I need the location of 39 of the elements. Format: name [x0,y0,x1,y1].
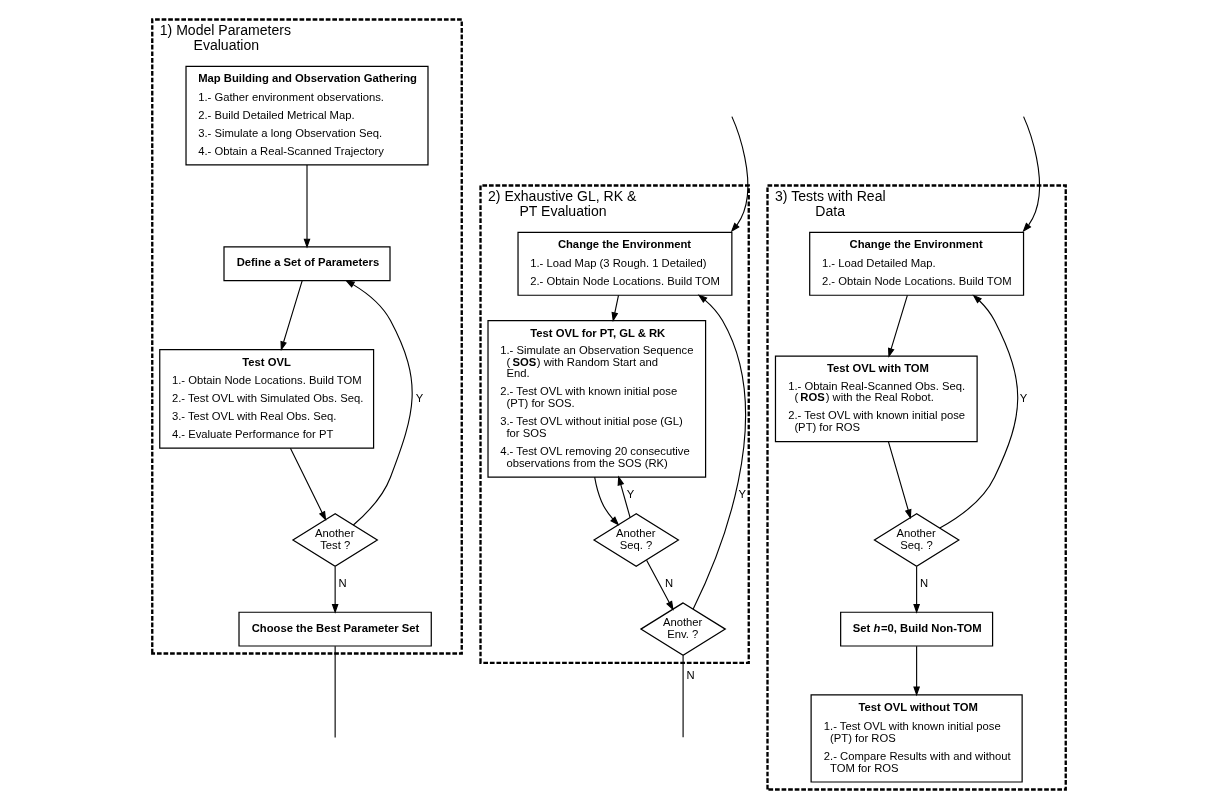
node-diamond: Another Test ? [291,513,379,567]
arrow [1022,116,1040,233]
edge-label: N [338,577,347,590]
arrow [280,280,303,352]
arrow [331,566,339,614]
arrow [692,294,746,610]
edge-label: N [920,577,929,590]
arrow [303,164,311,249]
connector [682,654,684,738]
arrow [289,447,327,522]
node-box: Test OVL with TOM 1.- Obtain Real-Scanned Obs. Seq. (ROS) with the Real Robot. 2.- Test OVL with known initial pose (PT) for ROS [774,355,978,443]
arrow [913,645,921,697]
arrow [611,294,620,323]
node-box: Map Building and Observation Gathering 1.- Gather environment observations. 2.- Build Detailed Metrical Map. 3.- Simulate a long Observation Seq. 4.- Obtain a Real-Scanned Trajectory [185,65,429,166]
edge-label: Y [1019,391,1028,404]
node-box: Choose the Best Parameter Set [238,611,432,647]
node-diamond: Another Seq. ? [873,513,960,567]
node-box: Change the Environment 1.- Load Detailed Map. 2.- Obtain Node Locations. Build TOM [809,231,1025,296]
arrow [646,559,674,611]
edge-label: Y [415,391,424,404]
node-box: Define a Set of Parameters [223,246,391,282]
arrow [345,279,413,526]
arrow [913,566,921,614]
edge-label: Y [626,488,635,501]
edge-label: N [664,577,674,590]
arrow [939,294,1019,529]
node-box: Test OVL without TOM 1.- Test OVL with known initial pose (PT) for ROS 2.- Compare Results with and without TOM for ROS [810,694,1023,783]
connector [334,645,336,738]
arrow [887,441,912,520]
arrow [730,116,749,233]
node-box: Change the Environment 1.- Load Map (3 Rough. 1 Detailed) 2.- Obtain Node Locations. Build TOM [517,231,733,296]
edge-label: Y [738,488,746,501]
edge-label: N [686,669,695,682]
node-box: Test OVL for PT, GL & RK 1.- Simulate an Observation Sequence (SOS) with Random Start and End. 2.- Test OVL with known initial pose (PT) for SOS. 3.- Test OVL without initial pose (GL) for SOS 4.- Test OVL removing 20 consecutive observations from the SOS (RK) [487,319,707,478]
node-box: Set h=0, Build Non-TOM [840,611,994,647]
node-box: Test OVL 1.- Obtain Node Locations. Build TOM 2.- Test OVL with Simulated Obs. Seq. 3.- Test OVL with Real Obs. Seq. 4.- Evaluate Performance for PT [159,349,375,449]
arrow [888,294,908,358]
arrow [617,475,631,518]
arrow [594,476,620,526]
